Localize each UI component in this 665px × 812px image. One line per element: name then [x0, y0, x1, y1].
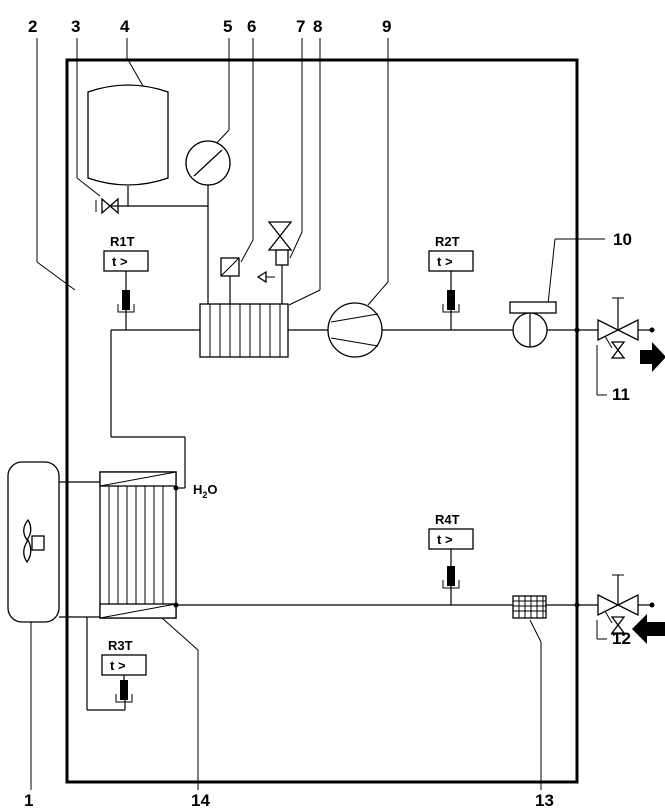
compressor [327, 302, 383, 358]
sensor-r1t: R1T t > [103, 234, 149, 313]
callout-10: 10 [613, 230, 632, 249]
callout-6: 6 [247, 17, 256, 36]
piping [59, 185, 598, 711]
water-filter [512, 595, 547, 619]
callout-2: 2 [28, 17, 37, 36]
callout-1: 1 [24, 791, 33, 810]
sensor-r1t-label: R1T [110, 234, 135, 249]
sensor-r4t-label: R4T [435, 512, 460, 527]
sensor-r3t-box: t > [110, 658, 126, 673]
callout-11: 11 [612, 385, 630, 404]
outlet-arrow [640, 342, 665, 372]
pressure-switch [220, 257, 240, 304]
water-label: H2O [193, 482, 218, 500]
callout-13: 13 [535, 791, 554, 810]
pump [509, 301, 557, 348]
sensor-r2t-label: R2T [435, 234, 460, 249]
sensor-r4t-box: t > [437, 532, 453, 547]
inlet-arrow [632, 614, 665, 644]
callout-9: 9 [382, 17, 391, 36]
sensor-r3t: R3T t > [101, 638, 147, 703]
receiver-tank [87, 84, 169, 186]
callout-3: 3 [71, 17, 80, 36]
three-way-valve-inlet [574, 574, 655, 635]
callout-5: 5 [223, 17, 232, 36]
callout-8: 8 [313, 17, 322, 36]
sensor-r2t-box: t > [437, 254, 453, 269]
fan-unit [7, 461, 60, 623]
sensor-r1t-box: t > [112, 254, 128, 269]
callout-14: 14 [191, 791, 210, 810]
callout-7: 7 [296, 17, 305, 36]
sensor-r3t-label: R3T [108, 638, 133, 653]
three-way-valve-outlet [574, 297, 655, 359]
sensor-r2t: R2T t > [428, 234, 474, 313]
callout-4: 4 [120, 17, 130, 36]
water-condenser [199, 303, 289, 358]
unit-enclosure [65, 58, 579, 784]
safety-valve [256, 221, 293, 304]
pressure-gauge [185, 140, 231, 186]
hand-valve [95, 197, 128, 215]
sensor-r4t: R4T t > [428, 512, 474, 589]
plate-heat-exchanger [99, 471, 179, 619]
